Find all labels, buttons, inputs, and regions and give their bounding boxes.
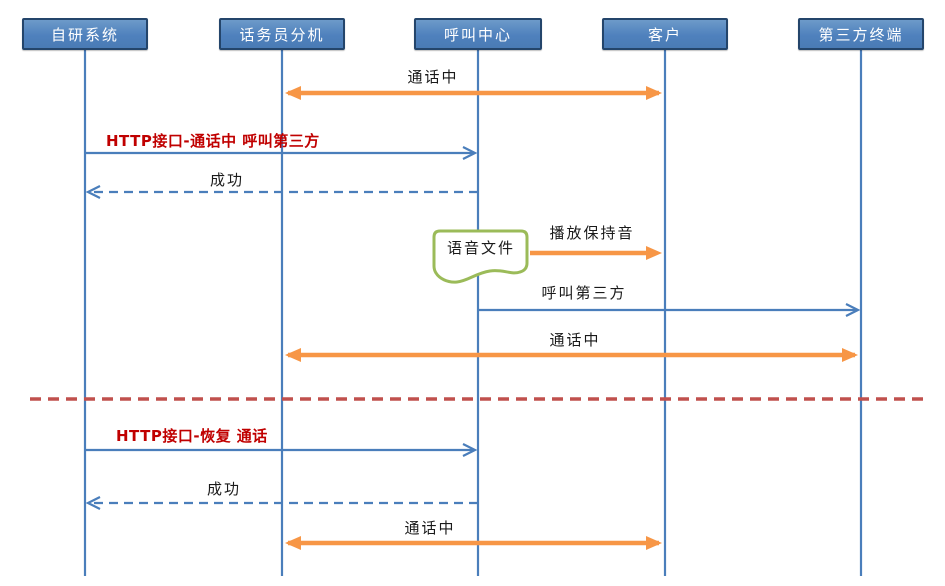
actor-customer: 客户 [602,18,728,50]
actor-third-party-terminal-label: 第三方终端 [818,25,904,44]
msg4-label: 呼叫第三方 [541,284,627,302]
msg7-arrowhead [85,496,101,510]
msg8-arrowhead-left [285,536,301,550]
actor-third-party-terminal: 第三方终端 [798,18,924,50]
msg1-arrowhead [462,146,478,160]
msg5-label: 通话中 [549,331,601,349]
actor-self-system-label: 自研系统 [50,25,119,44]
msg6-arrowhead [462,443,478,457]
msg7-label: 成功 [206,480,242,498]
msg2-label: 成功 [209,171,245,189]
actor-call-center: 呼叫中心 [414,18,542,50]
msg4-arrowhead [845,303,861,317]
voice-file-note-label: 语音文件 [446,239,515,257]
actor-call-center-label: 呼叫中心 [443,25,512,44]
msg5-arrowhead-right [842,348,858,362]
msg6-label: HTTP接口-恢复 通话 [116,427,268,445]
msg2-arrowhead [85,185,101,199]
voice-file-note-shape [432,229,529,284]
actor-self-system: 自研系统 [22,18,148,50]
msg8-label: 通话中 [404,519,456,537]
msg8-arrowhead-right [646,536,662,550]
msg3-label: 播放保持音 [549,224,635,242]
actor-customer-label: 客户 [647,25,682,44]
msg0-arrowhead-right [646,86,662,100]
msg1-label: HTTP接口-通话中 呼叫第三方 [106,132,320,150]
msg0-label: 通话中 [407,68,459,86]
msg0-arrowhead-left [285,86,301,100]
actor-operator-extension-label: 话务员分机 [239,25,325,44]
msg3-arrowhead [646,246,662,260]
actor-operator-extension: 话务员分机 [219,18,345,50]
msg5-arrowhead-left [285,348,301,362]
